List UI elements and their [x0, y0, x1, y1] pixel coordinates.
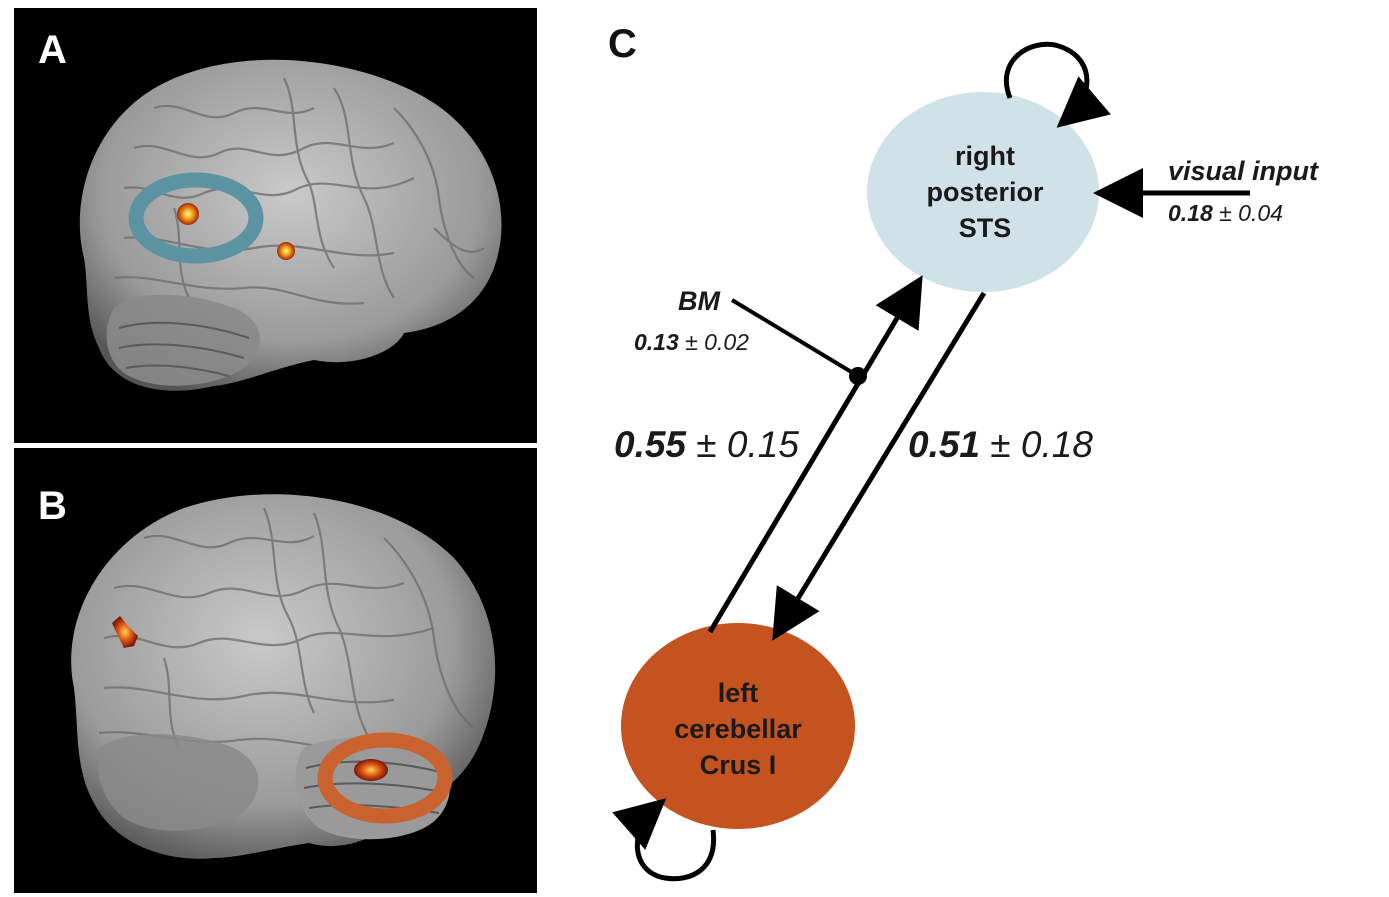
sts-to-cerebellum-value: 0.51 — [908, 424, 981, 465]
sts-to-cerebellum-arrow — [772, 291, 987, 641]
sts-label-line-3: STS — [958, 213, 1012, 243]
bm-value-group: 0.13 ± 0.02 — [634, 329, 749, 356]
brain-render-a — [79, 59, 502, 391]
cerebellum-shape-a — [106, 294, 261, 386]
sts-node-label: right posterior STS — [880, 138, 1090, 246]
sts-to-cerebellum-error: ± 0.18 — [990, 424, 1093, 465]
secondary-activation-blob-b — [112, 616, 138, 648]
cerebellum-node — [621, 623, 855, 829]
sts-highlight-ring — [128, 172, 264, 264]
sts-label-line-1: right — [955, 141, 1015, 171]
sts-activation-blob — [177, 203, 199, 225]
secondary-activation-blob-a — [277, 242, 295, 260]
bm-value: 0.13 — [634, 329, 679, 355]
cerebellum-activation-blob — [354, 759, 388, 781]
cerebellum-highlight-ring — [317, 732, 453, 824]
cerebellum-node-label: left cerebellar Crus I — [618, 675, 858, 783]
visual-input-error: ± 0.04 — [1219, 200, 1283, 226]
cerebellum-to-sts-arrow — [707, 275, 923, 634]
bm-label: BM — [678, 286, 720, 316]
cerebellum-to-sts-weight: 0.55 ± 0.15 — [614, 424, 799, 466]
temporal-shape-b — [97, 734, 259, 831]
cerebellum-label-line-2: cerebellar — [674, 714, 802, 744]
cerebellum-folia-a — [118, 321, 250, 377]
panel-label-c: C — [608, 22, 637, 66]
visual-input-label: visual input — [1168, 156, 1319, 186]
panel-label-b: B — [38, 484, 67, 528]
cerebellum-self-connection-arrow — [612, 798, 717, 882]
sts-self-connection-arrow — [1003, 41, 1111, 128]
cerebellum-to-sts-value: 0.55 — [614, 424, 687, 465]
bm-modulation-line — [730, 298, 860, 378]
cerebellum-label-line-1: left — [717, 678, 759, 708]
visual-input-value-group: 0.18 ± 0.04 — [1168, 200, 1283, 227]
brain-panel-b: B — [14, 448, 537, 893]
sts-to-cerebellum-weight: 0.51 ± 0.18 — [908, 424, 1093, 466]
sts-label-line-2: posterior — [926, 177, 1044, 207]
cerebellum-to-sts-error: ± 0.15 — [696, 424, 799, 465]
bm-modulation-dot — [849, 367, 867, 385]
bm-error: ± 0.02 — [685, 329, 749, 355]
brain-panel-a: A — [14, 8, 537, 443]
cerebellum-label-line-3: Crus I — [699, 750, 777, 780]
panel-label-a: A — [38, 28, 67, 72]
visual-input-value: 0.18 — [1168, 200, 1213, 226]
brain-render-b — [71, 494, 496, 859]
sts-node — [867, 92, 1099, 292]
brain-gyri-a — [113, 77, 485, 305]
